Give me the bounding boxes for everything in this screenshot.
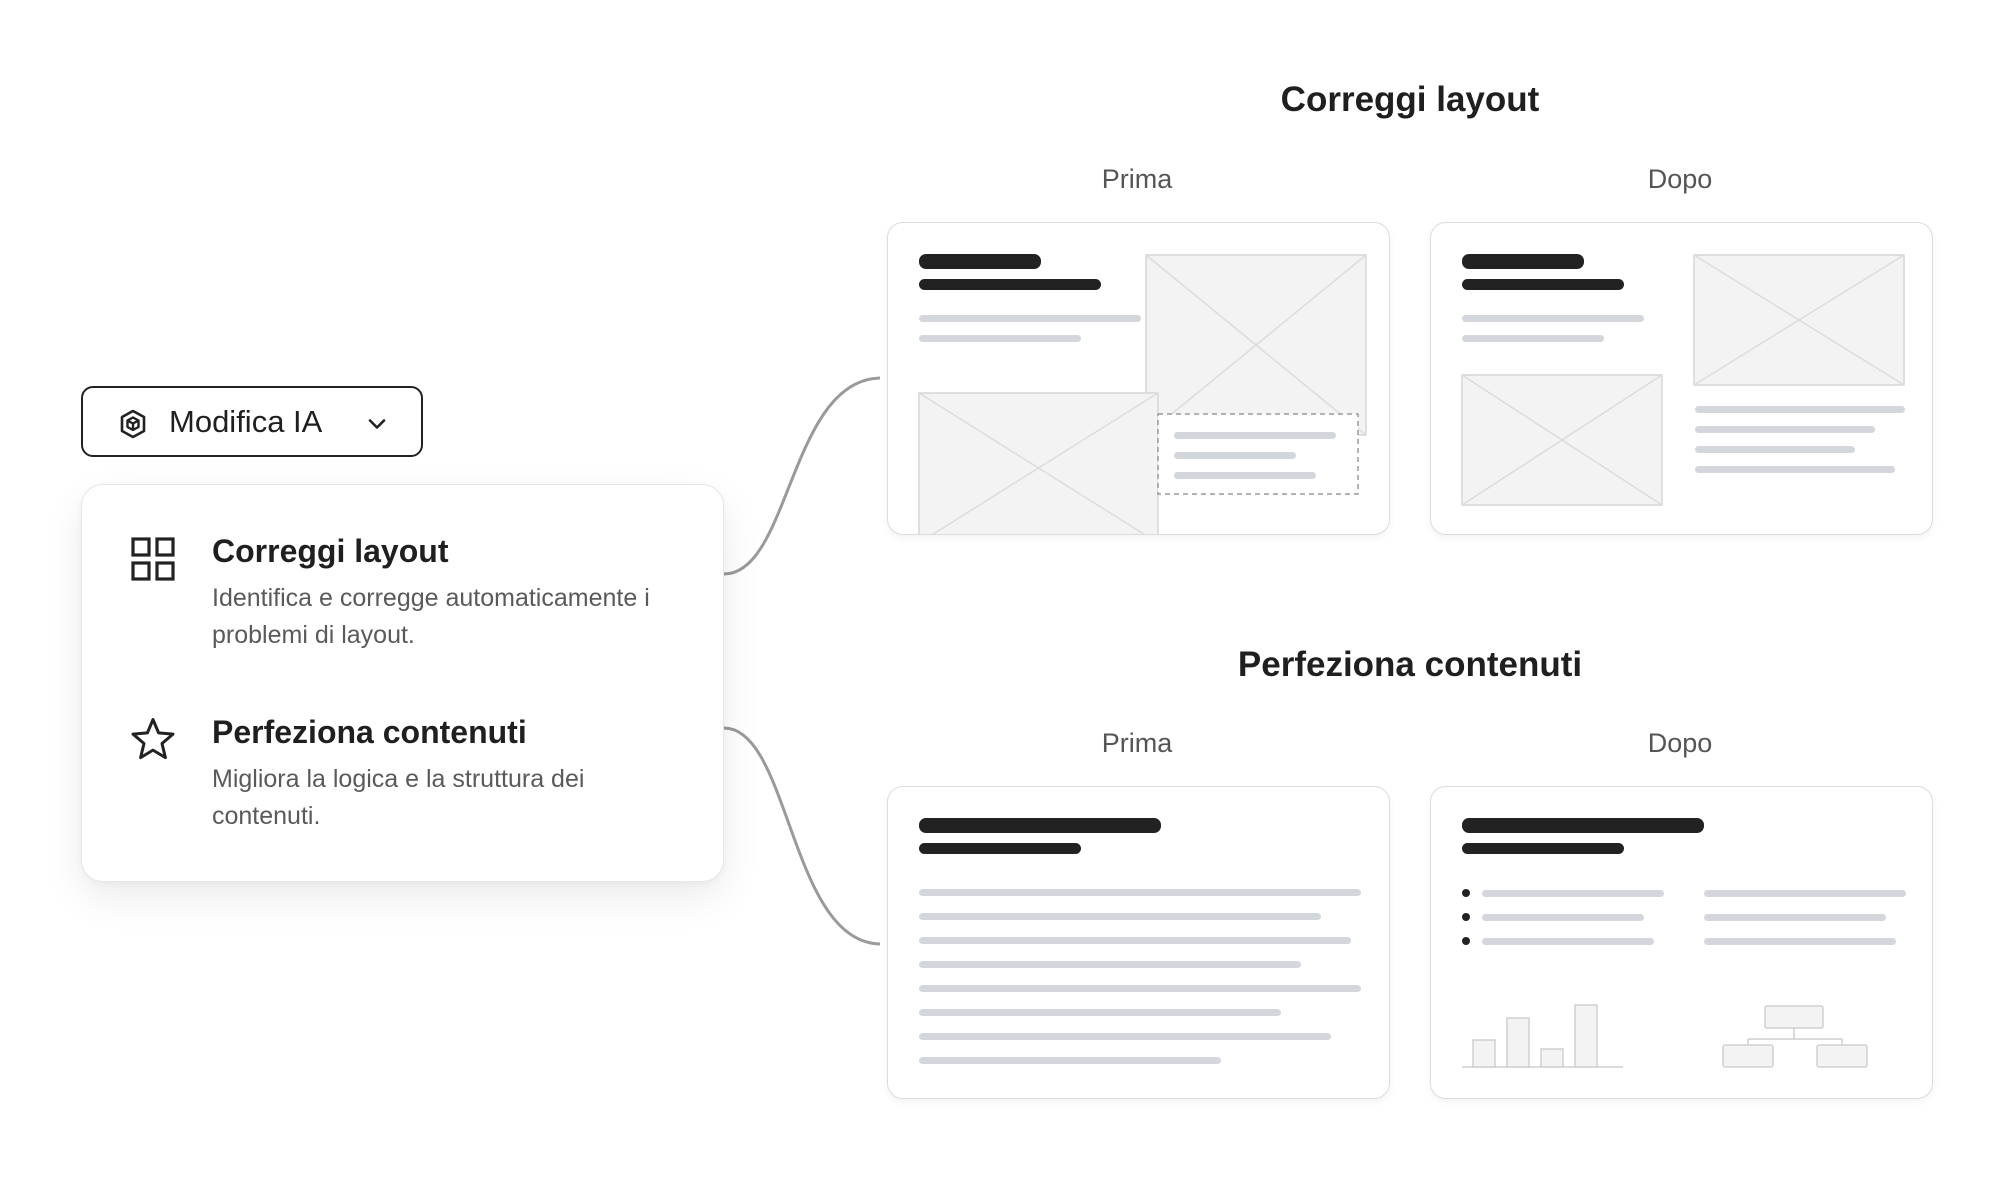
ai-edit-dropdown[interactable]: Modifica IA [81, 386, 423, 457]
menu-item-refine-content[interactable]: Perfeziona contenuti Migliora la logica … [82, 665, 723, 865]
connector-content [723, 726, 881, 946]
connector-layout [723, 376, 881, 576]
chevron-down-icon [368, 419, 386, 429]
image-placeholder-icon [1145, 254, 1367, 436]
content-after-preview [1430, 786, 1933, 1099]
bullet-list [1462, 889, 1664, 945]
menu-item-description: Identifica e corregge automaticamente i … [212, 584, 650, 649]
content-after-wireframe [1462, 818, 1906, 1068]
menu-item-description: Migliora la logica e la struttura dei co… [212, 765, 585, 830]
content-before-preview [887, 786, 1390, 1099]
after-label: Dopo [1647, 164, 1713, 194]
layout-after-preview [1430, 222, 1933, 535]
layout-before-wireframe [918, 254, 1367, 534]
content-before-wireframe [919, 818, 1361, 1064]
org-chart-icon [1722, 1005, 1868, 1068]
section-title-content: Perfeziona contenuti [1237, 645, 1583, 684]
image-placeholder-icon [918, 392, 1159, 534]
menu-item-title: Perfeziona contenuti [212, 714, 527, 750]
ai-edit-menu: Correggi layout Identifica e corregge au… [81, 484, 724, 882]
grid-icon [131, 537, 175, 581]
menu-item-fix-layout[interactable]: Correggi layout Identifica e corregge au… [82, 485, 723, 665]
after-label: Dopo [1647, 728, 1713, 758]
layout-after-wireframe [1461, 254, 1905, 506]
ai-edit-label: Modifica IA [169, 404, 323, 439]
layout-before-preview [887, 222, 1390, 535]
image-placeholder-icon [1461, 374, 1663, 506]
ai-cube-icon [120, 409, 146, 439]
before-label: Prima [1101, 728, 1173, 758]
before-label: Prima [1101, 164, 1173, 194]
star-icon [131, 718, 175, 760]
menu-item-title: Correggi layout [212, 533, 449, 569]
bar-chart-icon [1462, 1004, 1623, 1068]
image-placeholder-icon [1693, 254, 1905, 386]
section-title-layout: Correggi layout [1280, 80, 1540, 119]
